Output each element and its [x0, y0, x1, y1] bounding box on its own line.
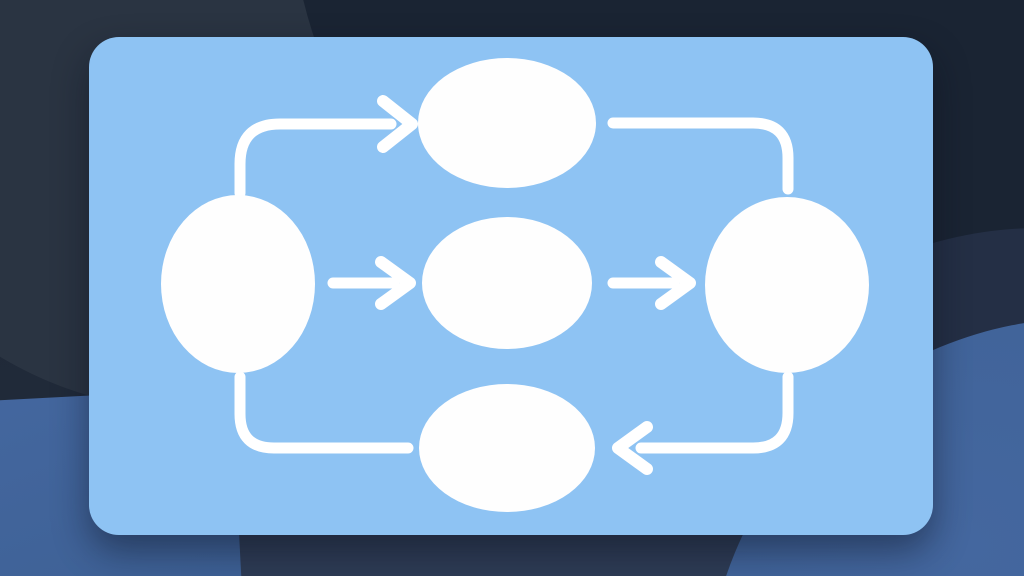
- flow-edge-left-to-top: [234, 118, 397, 199]
- flow-edge-right-to-bottom: [635, 371, 794, 454]
- edges-layer: [234, 95, 794, 475]
- flow-edge-bottom-to-left: [234, 371, 414, 454]
- flow-node-bottom: [419, 384, 595, 512]
- flow-node-right: [705, 197, 869, 373]
- nodes-layer: [161, 58, 869, 512]
- flow-node-left: [161, 195, 315, 373]
- flow-node-top: [418, 58, 596, 188]
- arrowhead-right-to-bottom: [612, 421, 653, 475]
- arrowhead-left-to-top: [377, 95, 418, 153]
- flow-edge-top-to-right: [607, 117, 794, 195]
- arrowhead-center-to-right: [655, 256, 696, 310]
- arrowhead-left-to-center: [375, 256, 416, 310]
- flow-node-center: [422, 217, 592, 349]
